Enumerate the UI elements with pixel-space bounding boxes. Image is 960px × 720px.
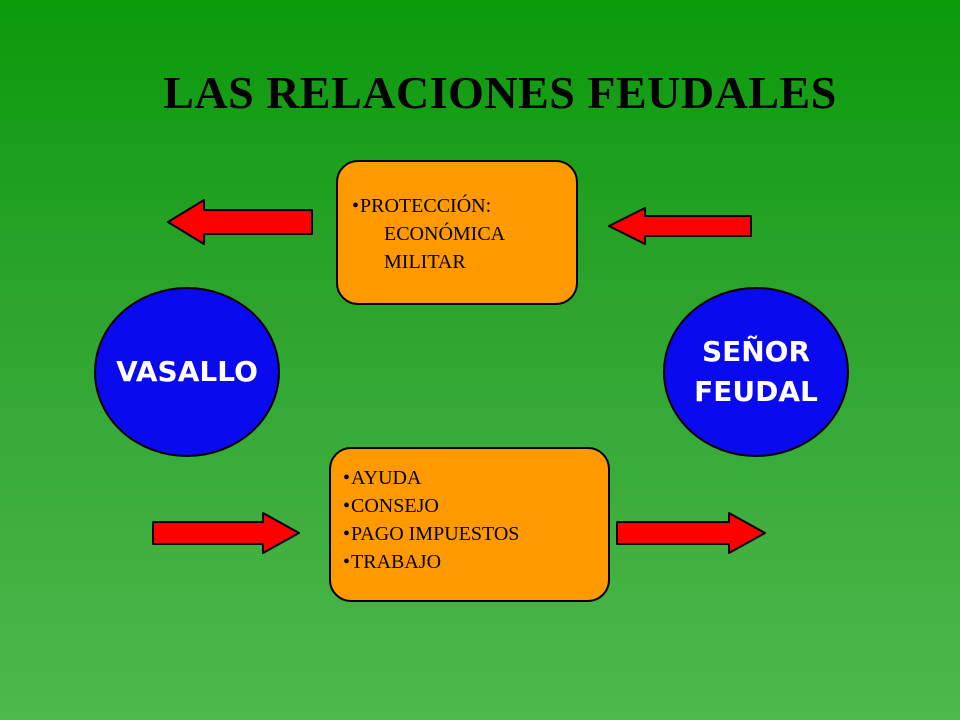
feudal-lord-circle: SEÑOR FEUDAL [663, 287, 849, 457]
list-item: •TRABAJO [343, 548, 598, 576]
item-label: PAGO IMPUESTOS [351, 523, 520, 545]
protection-line: •PROTECCIÓN: [352, 192, 566, 220]
obligations-box: •AYUDA •CONSEJO •PAGO IMPUESTOS •TRABAJO [329, 447, 610, 602]
item-label: CONSEJO [351, 495, 439, 517]
bullet: • [343, 523, 351, 545]
list-item: •PAGO IMPUESTOS [343, 520, 598, 548]
bullet: • [343, 551, 351, 573]
arrow-left-top-left-icon [167, 199, 313, 245]
item-label: AYUDA [351, 467, 422, 489]
bullet: • [343, 495, 351, 517]
item-label: TRABAJO [351, 551, 442, 573]
protection-box: •PROTECCIÓN: ECONÓMICA MILITAR [336, 160, 578, 305]
bullet: • [352, 195, 360, 217]
arrow-right-bottom-left-icon [152, 512, 300, 554]
list-item: •AYUDA [343, 464, 598, 492]
military-line: MILITAR [384, 251, 466, 273]
protection-label: PROTECCIÓN: [360, 195, 492, 217]
page-title: LAS RELACIONES FEUDALES [163, 67, 837, 118]
arrow-left-top-right-icon [608, 207, 752, 245]
arrow-right-bottom-right-icon [616, 512, 766, 554]
vassal-circle: VASALLO [94, 287, 280, 457]
vassal-label: VASALLO [116, 355, 258, 388]
feudal-lord-label: SEÑOR FEUDAL [694, 335, 818, 408]
list-item: •CONSEJO [343, 492, 598, 520]
economic-line: ECONÓMICA [384, 223, 506, 245]
bullet: • [343, 467, 351, 489]
